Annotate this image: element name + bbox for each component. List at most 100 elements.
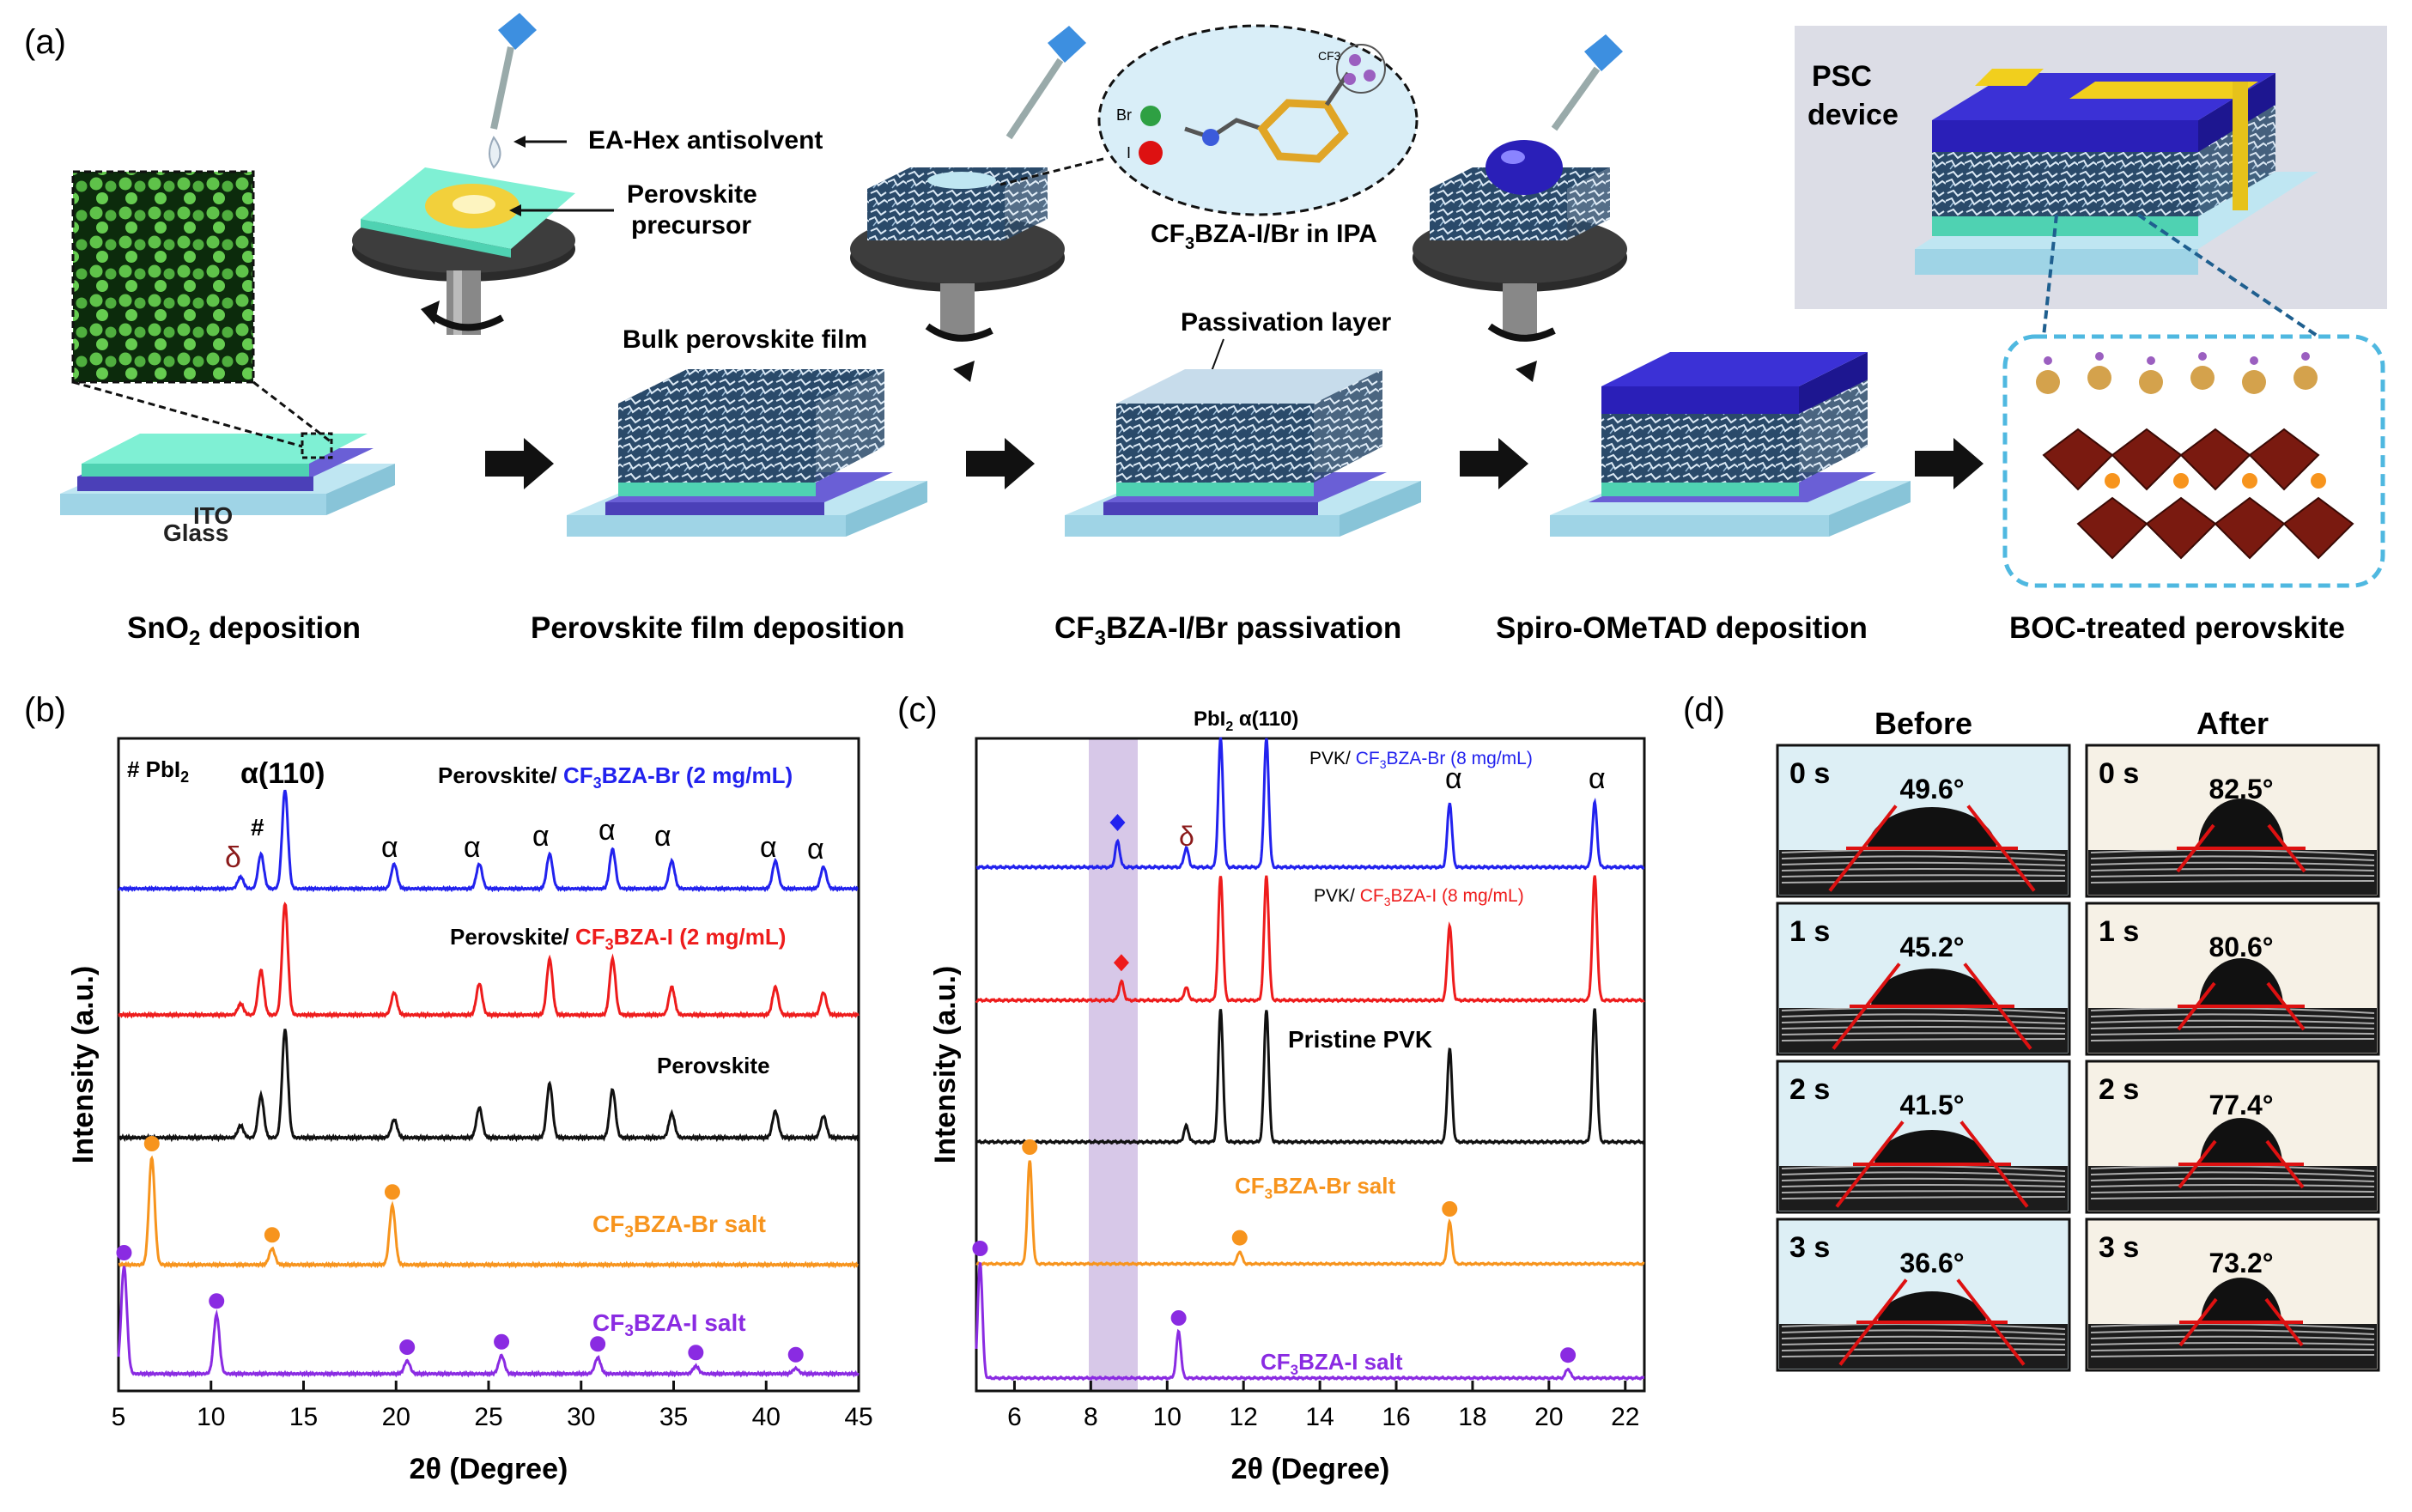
b-alpha-2: α xyxy=(464,831,481,864)
tangent-line xyxy=(2264,1297,2304,1347)
peak-marker xyxy=(1170,1310,1187,1326)
angle-label: 49.6° xyxy=(1899,774,1964,805)
label-bulk: Bulk perovskite film xyxy=(623,325,867,354)
series-line-4 xyxy=(118,1155,859,1269)
panel-c-letter: (c) xyxy=(897,691,938,729)
label-ipa: CF3BZA-I/Br in IPA xyxy=(1151,220,1377,253)
tangent-line xyxy=(1838,1278,1908,1366)
c-top-label: PbI2 α(110) xyxy=(1194,707,1298,734)
tangent-line xyxy=(1835,1120,1905,1208)
label-precursor-2: precursor xyxy=(631,211,751,240)
tangent-line xyxy=(1963,962,2032,1050)
label-psc-2: device xyxy=(1807,99,1899,131)
series-line-1 xyxy=(975,737,1645,871)
boc-inset xyxy=(2002,213,2385,588)
b-peak-label: α(110) xyxy=(240,757,325,790)
d-after-header: After xyxy=(2196,706,2269,741)
tangent-line xyxy=(1828,805,1898,892)
c-label-s4: CF3BZA-Br salt xyxy=(1235,1173,1395,1202)
x-tick-label: 10 xyxy=(197,1403,225,1431)
x-tick-label: 15 xyxy=(289,1403,318,1431)
peak-marker xyxy=(399,1339,416,1355)
stack-bulk-film xyxy=(567,369,927,537)
label-precursor-1: Perovskite xyxy=(627,180,757,209)
spin-coater-3 xyxy=(1413,140,1627,382)
dropper-2 xyxy=(1006,26,1086,140)
b-label-s3: Perovskite xyxy=(657,1053,770,1078)
peak-marker xyxy=(494,1333,510,1350)
time-label: 1 s xyxy=(2099,915,2139,948)
contact-angle-cell: 2 s 41.5° xyxy=(1776,1060,2071,1214)
plot-c-band xyxy=(1089,738,1138,1391)
x-tick-label: 14 xyxy=(1305,1403,1334,1431)
time-label: 3 s xyxy=(2099,1231,2139,1264)
tangent-line xyxy=(2266,981,2306,1031)
series-line-5 xyxy=(117,1266,860,1378)
caption-step5: BOC-treated perovskite xyxy=(2009,611,2345,645)
spin-coater-2 xyxy=(850,167,1065,382)
x-tick-label: 40 xyxy=(752,1403,781,1431)
label-ea-hex: EA-Hex antisolvent xyxy=(588,126,823,155)
b-label-s1: Perovskite/ CF3BZA-Br (2 mg/mL) xyxy=(438,762,793,792)
diamond-marker xyxy=(1109,814,1126,831)
peak-marker xyxy=(1560,1347,1577,1363)
time-label: 2 s xyxy=(1789,1073,1830,1106)
peak-marker xyxy=(209,1293,225,1309)
tangent-line xyxy=(2178,1297,2218,1347)
plot-b-ylabel: Intensity (a.u.) xyxy=(67,966,100,1163)
dropper-3 xyxy=(1551,34,1623,131)
x-tick-label: 45 xyxy=(844,1403,872,1431)
label-br: Br xyxy=(1116,106,1132,124)
droplet xyxy=(1874,1130,1990,1164)
caption-step2: Perovskite film deposition xyxy=(531,611,905,645)
angle-label: 77.4° xyxy=(2208,1090,2273,1120)
peak-marker xyxy=(787,1346,804,1363)
plot-c-xlabel: 2θ (Degree) xyxy=(1231,1453,1390,1485)
peak-marker xyxy=(384,1184,400,1200)
b-alpha-3: α xyxy=(532,820,550,853)
arrow-3 xyxy=(1460,438,1528,489)
c-label-s3: Pristine PVK xyxy=(1288,1026,1432,1053)
diamond-marker xyxy=(1113,954,1129,972)
series-line-3 xyxy=(975,1008,1645,1145)
series-line-5 xyxy=(975,1262,1645,1381)
stack-spiro xyxy=(1550,352,1911,537)
glass-label: Glass xyxy=(163,519,228,546)
angle-label: 41.5° xyxy=(1899,1090,1964,1120)
plot-b-xlabel: 2θ (Degree) xyxy=(410,1453,568,1485)
c-delta: δ xyxy=(1179,821,1194,852)
tangent-line xyxy=(1832,962,1901,1050)
tangent-line xyxy=(2267,823,2306,873)
b-label-s4: CF3BZA-Br salt xyxy=(592,1211,766,1242)
droplet xyxy=(1878,1291,1986,1322)
panel-a: (a) ITO Glass EA-Hex antiso xyxy=(24,13,2387,650)
tangent-line xyxy=(1966,805,2036,892)
spin-coater-1 xyxy=(352,167,575,335)
panel-d-letter: (d) xyxy=(1683,691,1725,729)
dropper-1 xyxy=(489,13,537,169)
b-legend-pbi2: # PbI2 xyxy=(127,756,189,786)
peak-marker xyxy=(1231,1230,1248,1246)
caption-step1: SnO2 deposition xyxy=(127,611,361,650)
arrow-2 xyxy=(966,438,1035,489)
series-line-3 xyxy=(117,1029,860,1143)
tangent-line xyxy=(2176,823,2215,873)
peak-marker xyxy=(688,1345,704,1361)
peak-marker xyxy=(116,1245,132,1260)
x-tick-label: 20 xyxy=(382,1403,410,1431)
label-cf3: CF3 xyxy=(1318,49,1341,63)
peak-marker xyxy=(972,1241,988,1256)
x-tick-label: 18 xyxy=(1458,1403,1486,1431)
x-tick-label: 22 xyxy=(1611,1403,1639,1431)
peak-marker xyxy=(143,1136,160,1151)
psc-device: PSC device xyxy=(1795,26,2387,309)
ito-label: ITO xyxy=(193,502,233,529)
droplet xyxy=(2199,958,2283,1006)
tangent-line xyxy=(1956,1278,2026,1366)
plot-c-ylabel: Intensity (a.u.) xyxy=(929,966,962,1163)
